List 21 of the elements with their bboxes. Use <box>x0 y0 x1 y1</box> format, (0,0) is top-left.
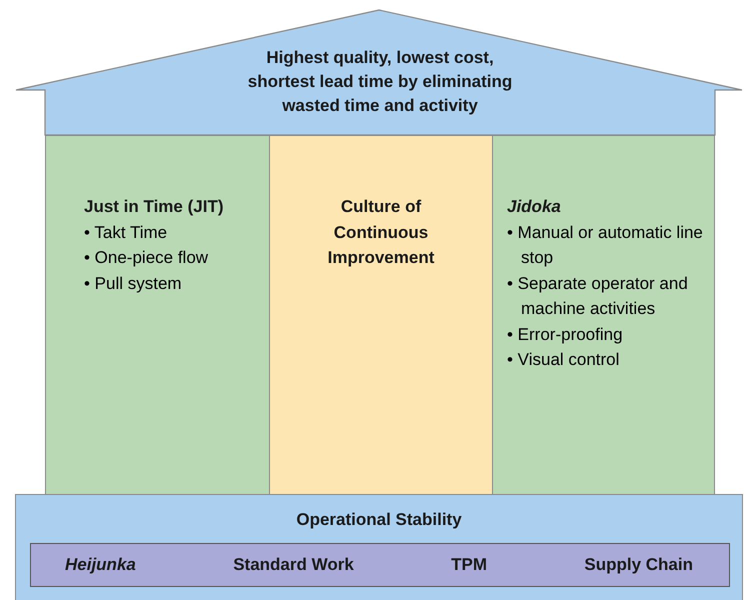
roof-text: Highest quality, lowest cost, shortest lead time by eliminating wasted time and activity <box>246 47 514 118</box>
foundation-element: Supply Chain <box>584 554 693 576</box>
foundation-bar <box>30 543 730 587</box>
pillar-heading: Culture of Continuous Improvement <box>326 196 436 269</box>
foundation-panel <box>15 494 743 600</box>
pillar-panel <box>492 135 715 495</box>
foundation-heading: Operational Stability <box>295 509 463 531</box>
list-item: • One-piece flow <box>84 247 210 269</box>
list-item: • Takt Time <box>84 222 168 244</box>
pillar-heading: Just in Time (JIT) <box>84 196 224 218</box>
list-item: • Pull system <box>84 272 183 294</box>
list-item: • Separate operator and machine activities <box>507 272 689 320</box>
list-item: • Manual or automatic line stop <box>507 222 704 269</box>
list-item: • Error-proofing <box>507 324 624 346</box>
foundation-element: TPM <box>451 554 488 576</box>
pillar-panel <box>269 135 493 495</box>
list-item: • Visual control <box>507 349 620 371</box>
pillar-heading: Jidoka <box>507 196 562 218</box>
pillar-panel <box>45 135 270 495</box>
foundation-element: Standard Work <box>233 554 354 576</box>
foundation-element: Heijunka <box>65 554 136 576</box>
